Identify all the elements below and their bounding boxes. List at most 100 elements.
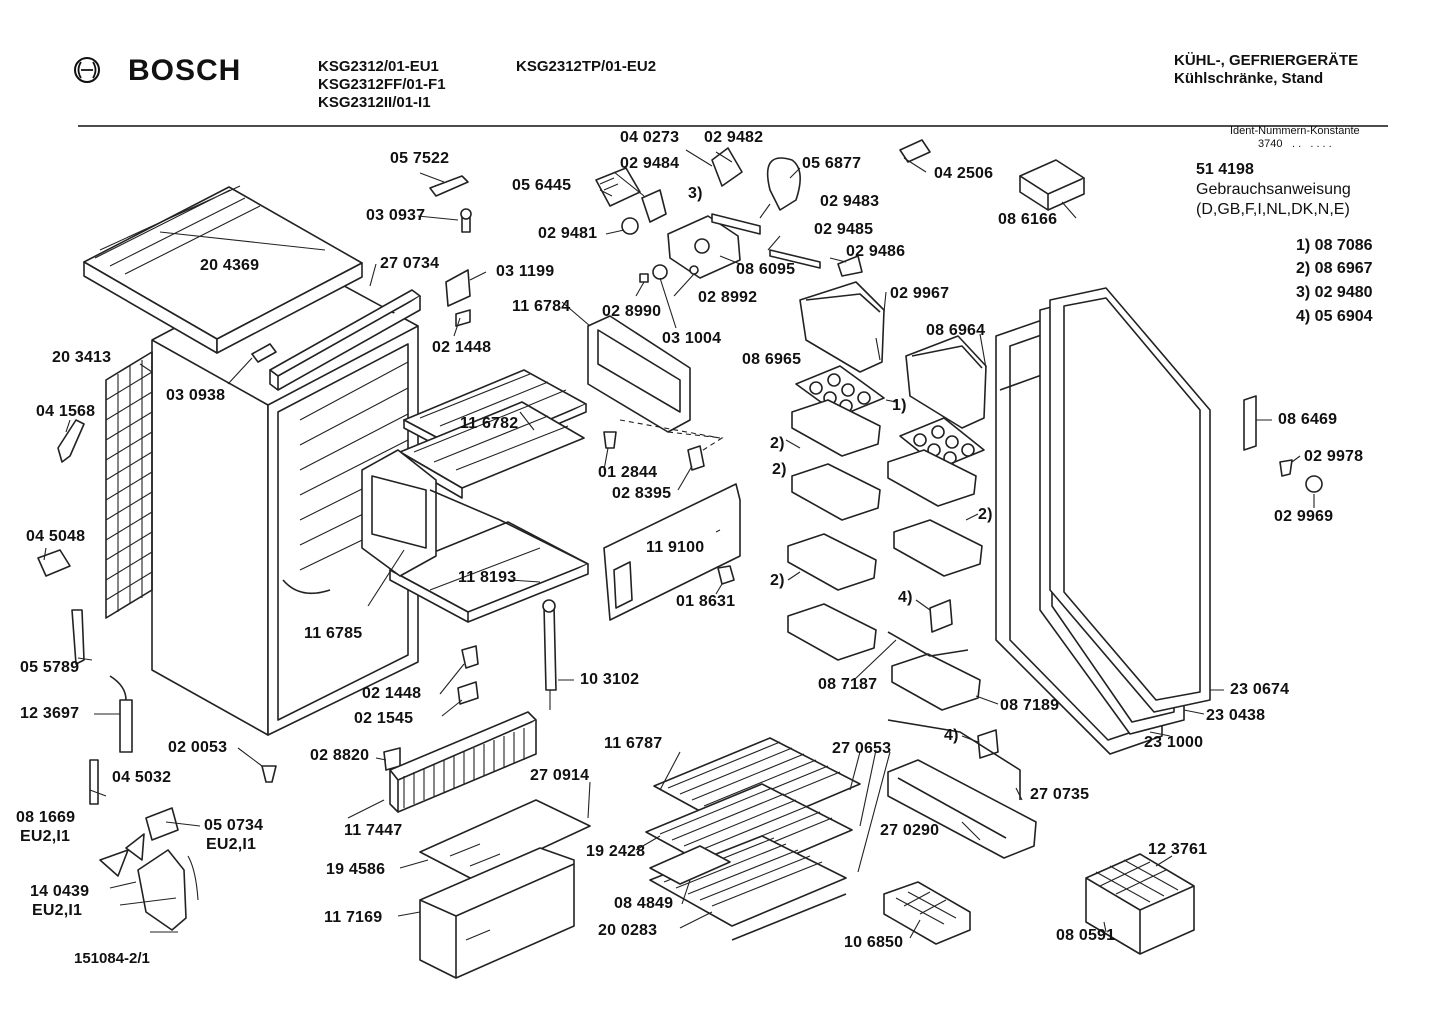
part-label: 19 4586 bbox=[326, 861, 386, 878]
part-label: 08 6095 bbox=[736, 261, 796, 278]
model-number-1: KSG2312/01-EU1 bbox=[318, 58, 439, 75]
part-label: 11 6782 bbox=[460, 415, 519, 432]
glass-084849 bbox=[649, 845, 731, 885]
ident-value: 3740 bbox=[1258, 138, 1283, 150]
cover-part-031199 bbox=[445, 269, 471, 307]
part-label: 11 6785 bbox=[304, 625, 363, 642]
cabinet-top-plate bbox=[83, 185, 363, 354]
leader-lines bbox=[43, 149, 1315, 939]
ident-title: Ident-Nummern-Konstante bbox=[1230, 125, 1360, 137]
part-label: 11 7169 bbox=[324, 909, 383, 926]
part-label: 10 3102 bbox=[580, 671, 640, 688]
part-label: 02 8395 bbox=[612, 485, 672, 502]
part-label: 08 4849 bbox=[614, 895, 674, 912]
manual-number: 51 4198 bbox=[1196, 161, 1254, 178]
crisper-117169 bbox=[419, 847, 575, 979]
frame-116784 bbox=[587, 315, 691, 433]
part-label: EU2,I1 bbox=[20, 828, 71, 845]
knob-029481 bbox=[621, 217, 639, 235]
part-label: 2) bbox=[770, 435, 785, 452]
fan-bracket bbox=[137, 849, 187, 931]
cap-029969 bbox=[1305, 475, 1323, 493]
ident-dots: . . . . . . bbox=[1292, 138, 1332, 150]
part-label: 12 3697 bbox=[20, 705, 80, 722]
side-frame-116785 bbox=[361, 449, 437, 577]
foot-020053 bbox=[261, 765, 277, 783]
bracket-030938 bbox=[251, 343, 277, 363]
hinge-086469 bbox=[1243, 395, 1257, 451]
part-label: 27 0653 bbox=[832, 740, 892, 757]
part-label: 05 7522 bbox=[390, 150, 450, 167]
part-label: 27 0914 bbox=[530, 767, 590, 784]
lamp-055789 bbox=[71, 609, 85, 665]
part-label: 23 0674 bbox=[1230, 681, 1290, 698]
part-label: 02 1448 bbox=[362, 685, 422, 702]
part-label: 04 5032 bbox=[112, 769, 172, 786]
part-label: 02 9481 bbox=[538, 225, 598, 242]
part-label: 11 7447 bbox=[344, 822, 403, 839]
part-label: 08 6965 bbox=[742, 351, 802, 368]
category-subtitle: Kühlschränke, Stand bbox=[1174, 70, 1324, 87]
brand-name: BOSCH bbox=[128, 54, 242, 87]
bosch-logo-icon bbox=[74, 57, 100, 83]
socket-029484 bbox=[641, 189, 667, 223]
screw-029978 bbox=[1279, 459, 1293, 477]
part-label: 11 9100 bbox=[646, 539, 705, 556]
clip-028395 bbox=[687, 445, 705, 471]
part-label: 1) bbox=[892, 397, 907, 414]
part-label: 11 6784 bbox=[512, 298, 571, 315]
lamp-cover-056445 bbox=[595, 167, 641, 207]
door-outer bbox=[1049, 287, 1211, 713]
part-label: 20 4369 bbox=[200, 257, 260, 274]
plug-012844 bbox=[603, 431, 617, 449]
clip-018631 bbox=[717, 565, 735, 585]
part-label: 27 0290 bbox=[880, 822, 940, 839]
clip-4-upper bbox=[929, 599, 953, 633]
motor-050734 bbox=[145, 807, 179, 841]
category-title: KÜHL-, GEFRIERGERÄTE bbox=[1174, 52, 1359, 69]
lamp-bulb-040273 bbox=[711, 147, 743, 187]
fan-blade bbox=[99, 849, 129, 877]
part-label: 23 0438 bbox=[1206, 707, 1266, 724]
part-label: EU2,I1 bbox=[32, 902, 83, 919]
glass-plate-194586 bbox=[419, 799, 591, 881]
part-label: 08 7187 bbox=[818, 676, 878, 693]
part-label: 04 1568 bbox=[36, 403, 96, 420]
capillary-056877 bbox=[766, 157, 801, 211]
part-label: 02 9486 bbox=[846, 243, 906, 260]
footnote-3: 3) 02 9480 bbox=[1296, 284, 1373, 301]
part-label: EU2,I1 bbox=[206, 836, 257, 853]
footnote-2: 2) 08 6967 bbox=[1296, 260, 1373, 277]
part-label: 10 6850 bbox=[844, 934, 904, 951]
part-label: 03 0937 bbox=[366, 207, 426, 224]
part-label: 04 0273 bbox=[620, 129, 680, 146]
part-label: 03 0938 bbox=[166, 387, 226, 404]
manual-languages: (D,GB,F,I,NL,DK,N,E) bbox=[1196, 201, 1350, 218]
part-label: 3) bbox=[688, 185, 703, 202]
part-label: 11 6787 bbox=[604, 735, 663, 752]
part-label: 2) bbox=[978, 506, 993, 523]
part-label: 02 1545 bbox=[354, 710, 414, 727]
part-label: 12 3761 bbox=[1148, 841, 1208, 858]
rod-045032 bbox=[89, 759, 99, 805]
part-label: 14 0439 bbox=[30, 883, 90, 900]
part-label: 02 9485 bbox=[814, 221, 874, 238]
drawing-number: 151084-2/1 bbox=[74, 950, 150, 967]
panel-119100 bbox=[603, 483, 741, 621]
clip-029486 bbox=[837, 255, 863, 277]
part-label: 01 8631 bbox=[676, 593, 736, 610]
part-label: 23 1000 bbox=[1144, 734, 1204, 751]
cabinet-body bbox=[151, 261, 419, 736]
door-bins bbox=[787, 399, 983, 711]
hinge-021545 bbox=[457, 681, 479, 705]
part-label: 19 2428 bbox=[586, 843, 646, 860]
footnote-1: 1) 08 7086 bbox=[1296, 237, 1373, 254]
part-label: 04 5048 bbox=[26, 528, 86, 545]
model-number-4: KSG2312TP/01-EU2 bbox=[516, 58, 657, 75]
bottle-shelf-270290 bbox=[887, 759, 1037, 859]
block-045048 bbox=[37, 549, 71, 577]
part-label: 02 8990 bbox=[602, 303, 662, 320]
manual-title: Gebrauchsanweisung bbox=[1196, 181, 1351, 198]
part-label: 04 2506 bbox=[934, 165, 994, 182]
ice-container-080591 bbox=[1085, 853, 1195, 955]
